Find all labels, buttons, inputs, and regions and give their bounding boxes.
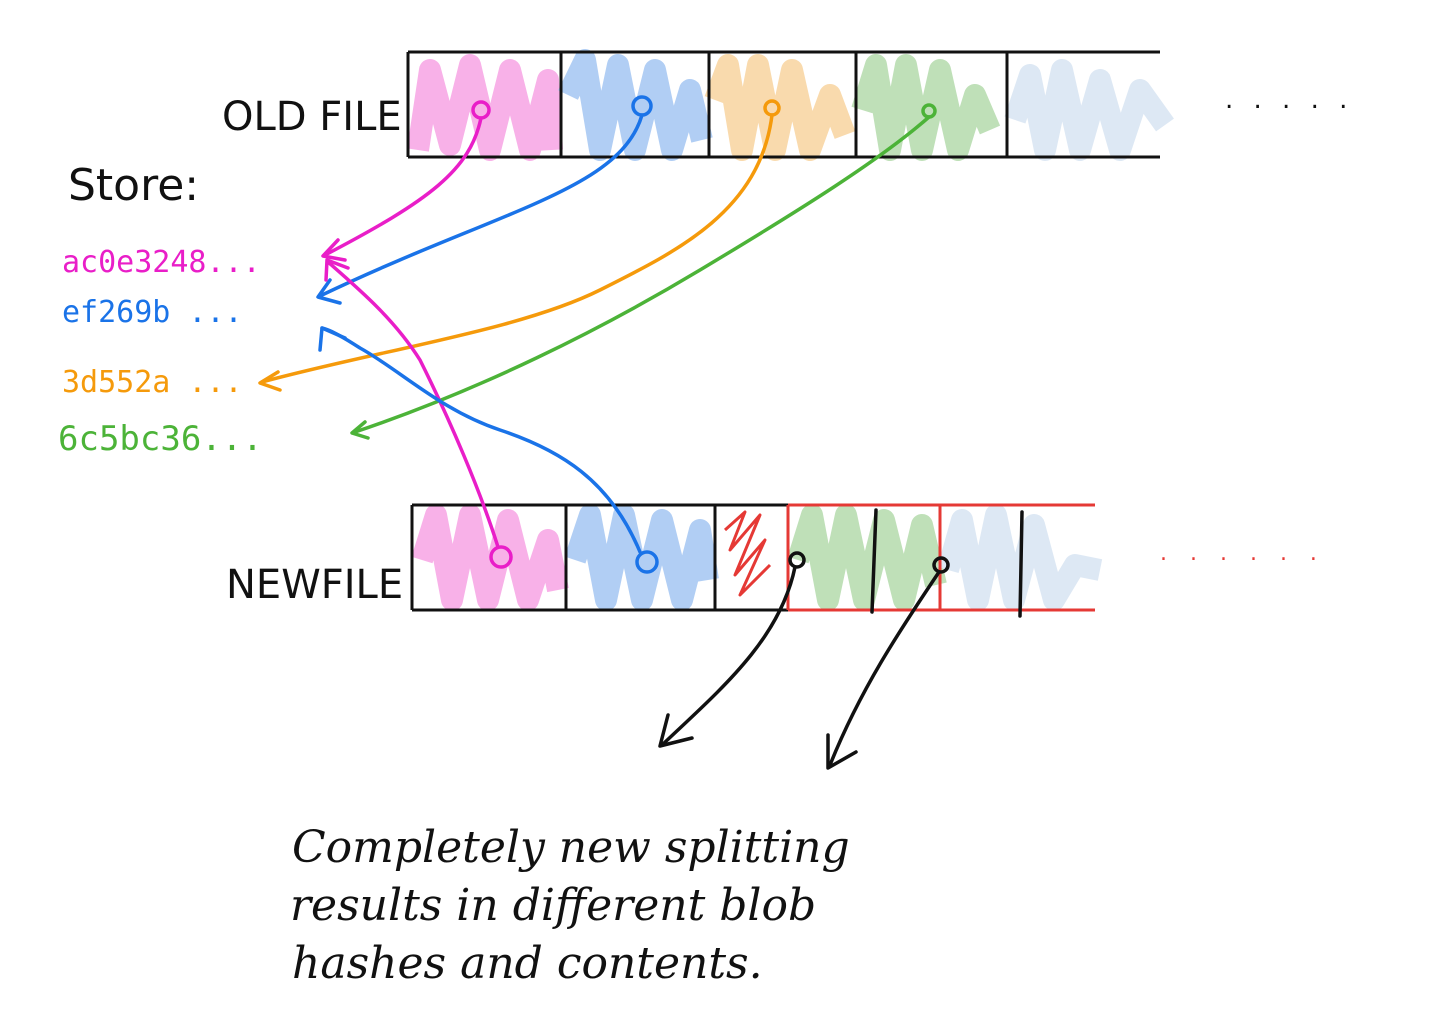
old-file-ellipsis: . . . . . xyxy=(1225,85,1353,115)
pink-arrow-old xyxy=(321,100,491,262)
new-file-label: NEWFILE xyxy=(226,562,403,608)
old-chunk-5 xyxy=(1004,59,1174,161)
new-file: NEWFILE xyxy=(226,503,1325,618)
old-chunk-1 xyxy=(407,54,563,161)
store-hash-3: 3d552a ... xyxy=(62,365,243,400)
note: Completely new splitting results in diff… xyxy=(290,822,850,989)
note-arrow-1 xyxy=(658,551,806,748)
old-file: OLD FILE . . . . . xyxy=(222,49,1353,161)
store-hash-2: ef269b ... xyxy=(62,295,243,330)
old-chunk-3 xyxy=(704,54,856,161)
note-line-1: Completely new splitting xyxy=(292,822,850,873)
store-hash-4: 6c5bc36... xyxy=(58,419,263,459)
old-chunk-2 xyxy=(558,49,713,161)
new-chunk-5 xyxy=(937,504,1103,611)
note-arrow-2 xyxy=(826,556,950,770)
new-to-store-arrows xyxy=(318,258,659,574)
old-chunk-4 xyxy=(851,54,1001,161)
note-line-2: results in different blob xyxy=(290,880,816,931)
note-line-3: hashes and contents. xyxy=(292,938,763,989)
old-file-box xyxy=(406,50,1160,159)
green-arrow-old xyxy=(350,103,937,440)
new-chunk-4 xyxy=(787,504,947,611)
pink-arrow-new xyxy=(324,258,513,569)
store: Store: ac0e3248... ef269b ... 3d552a ...… xyxy=(58,160,263,459)
store-title: Store: xyxy=(68,160,199,211)
new-split-region xyxy=(786,503,1095,612)
new-chunk-1 xyxy=(411,504,569,611)
new-file-ellipsis: . . . . . . xyxy=(1160,541,1325,566)
new-chunk-2 xyxy=(564,504,719,611)
blue-arrow-new xyxy=(318,326,659,574)
store-hash-1: ac0e3248... xyxy=(62,245,261,280)
new-split-marks xyxy=(870,508,1024,618)
new-file-box xyxy=(410,503,790,612)
blue-arrow-old xyxy=(316,95,653,305)
old-file-label: OLD FILE xyxy=(222,94,402,140)
note-arrows xyxy=(658,551,950,770)
new-chunk-3 xyxy=(723,510,772,597)
